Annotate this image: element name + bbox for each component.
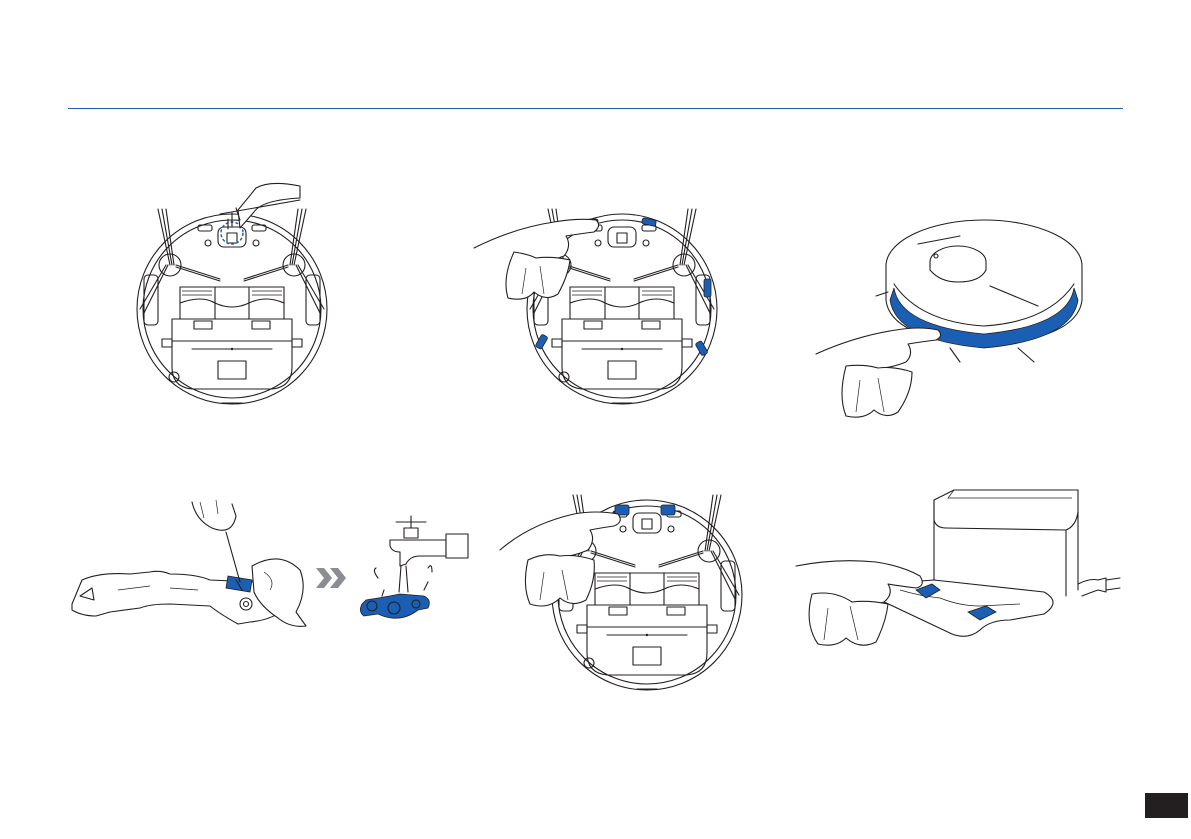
robot-underside-icon: [137, 209, 327, 404]
page-number-tab: [1145, 793, 1188, 818]
water-tap-icon: [360, 516, 468, 618]
hand-with-cloth-icon: [816, 328, 941, 417]
docking-station-icon: [875, 490, 1120, 636]
wheel-cover-icon: [72, 571, 280, 624]
double-chevron-right-icon: [316, 568, 346, 588]
